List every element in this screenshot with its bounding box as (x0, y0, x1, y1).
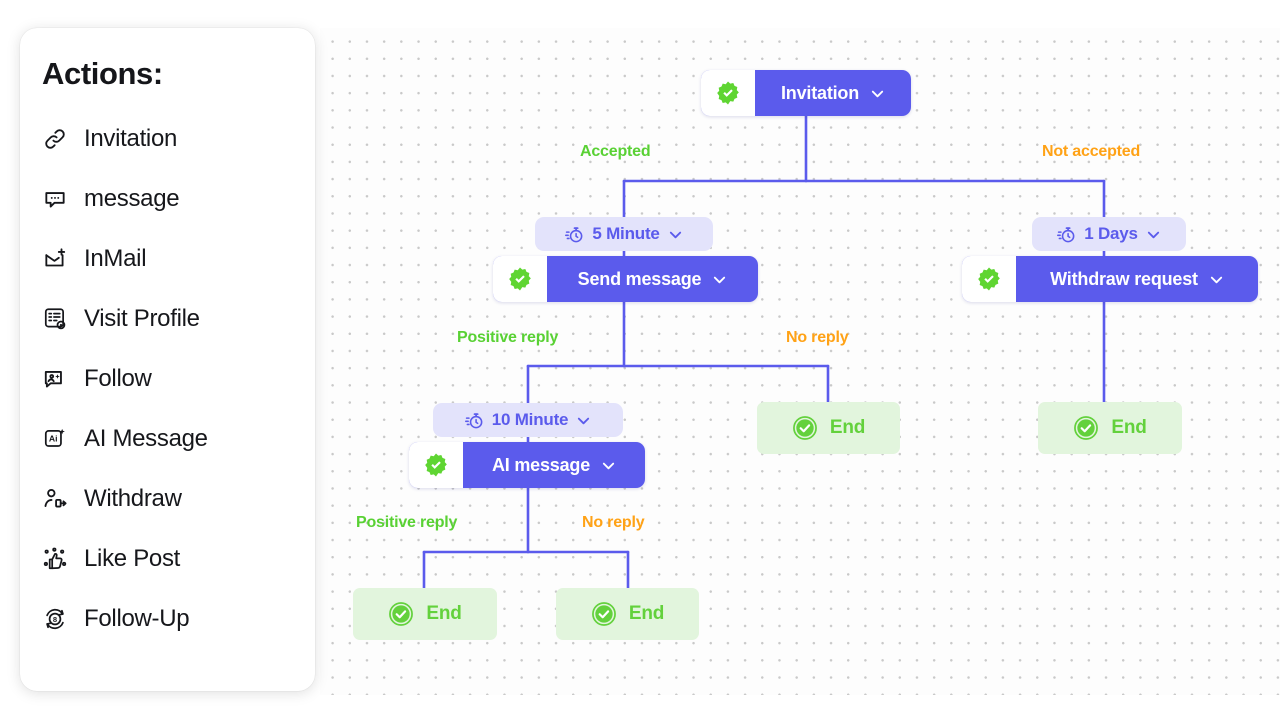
action-item-inmail[interactable]: InMail (20, 229, 315, 289)
chevron-down-icon[interactable] (870, 86, 885, 101)
check-circle-icon (388, 601, 414, 627)
chat-bubble-icon (42, 186, 68, 212)
action-item-invitation[interactable]: Invitation (20, 109, 315, 169)
action-item-label: message (84, 185, 180, 212)
node-invitation-body[interactable]: Invitation (755, 70, 911, 116)
end-node-label: End (628, 603, 665, 624)
end-node-label: End (1111, 417, 1147, 438)
delay-chip-10-minute-label: 10 Minute (491, 410, 569, 429)
edge-label-not-accepted: Not accepted (1042, 143, 1141, 160)
actions-panel: Actions: Invitation message (20, 28, 315, 691)
action-item-label: Like Post (84, 545, 181, 572)
action-item-message[interactable]: message (20, 169, 315, 229)
chevron-down-icon[interactable] (576, 413, 591, 428)
edge-label-no-reply-2: No reply (582, 514, 645, 531)
end-node-label: End (426, 603, 462, 624)
node-ai-message[interactable]: AI message (409, 442, 645, 488)
actions-panel-title: Actions: (42, 56, 163, 91)
action-item-like-post[interactable]: Like Post (20, 529, 315, 589)
chevron-down-icon[interactable] (601, 458, 616, 473)
delay-chip-1-days[interactable]: 1 Days (1032, 217, 1186, 251)
svg-text:8: 8 (53, 615, 57, 624)
node-send-message[interactable]: Send message (493, 256, 758, 302)
node-invitation[interactable]: Invitation (701, 70, 911, 116)
ai-sparkle-icon: Ai (42, 426, 68, 452)
node-ai-message-body[interactable]: AI message (463, 442, 645, 488)
action-item-label: AI Message (84, 425, 208, 452)
edge-label-positive-reply-2: Positive reply (356, 514, 458, 531)
action-item-visit-profile[interactable]: Visit Profile (20, 289, 315, 349)
node-invitation-label: Invitation (781, 82, 859, 103)
link-icon (42, 126, 68, 152)
action-item-label: Withdraw (84, 485, 182, 512)
check-circle-icon (1073, 415, 1099, 441)
delay-chip-10-minute[interactable]: 10 Minute (433, 403, 623, 437)
edge-label-accepted: Accepted (580, 143, 651, 160)
end-node-no-reply-message[interactable]: End (757, 402, 900, 454)
delay-chip-5-minute[interactable]: 5 Minute (535, 217, 713, 251)
action-item-label: Follow-Up (84, 605, 190, 632)
node-withdraw-request-body[interactable]: Withdraw request (1016, 256, 1258, 302)
chevron-down-icon[interactable] (1146, 227, 1161, 242)
action-item-label: Follow (84, 365, 152, 392)
action-item-label: Invitation (84, 125, 178, 152)
chevron-down-icon[interactable] (1209, 272, 1224, 287)
delay-chip-1-days-label: 1 Days (1084, 224, 1138, 243)
chevron-down-icon[interactable] (712, 272, 727, 287)
action-item-follow[interactable]: Follow (20, 349, 315, 409)
end-node-ai-no-reply[interactable]: End (556, 588, 699, 640)
end-node-not-accepted[interactable]: End (1038, 402, 1182, 454)
person-sparkle-icon (42, 366, 68, 392)
node-withdraw-request[interactable]: Withdraw request (962, 256, 1258, 302)
verified-check-icon (493, 256, 547, 302)
edge-label-no-reply-1: No reply (786, 329, 849, 346)
flow-canvas[interactable] (320, 28, 1280, 695)
end-node-label: End (829, 417, 866, 438)
profile-eye-icon (42, 306, 68, 332)
node-send-message-label: Send message (577, 268, 702, 289)
node-withdraw-request-label: Withdraw request (1050, 268, 1198, 289)
refresh-circle-icon: 8 (42, 606, 68, 632)
verified-check-icon (962, 256, 1016, 302)
action-item-ai-message[interactable]: Ai AI Message (20, 409, 315, 469)
check-circle-icon (792, 415, 818, 441)
verified-check-icon (701, 70, 755, 116)
stopwatch-icon (1057, 225, 1076, 244)
check-circle-icon (591, 601, 617, 627)
person-exit-icon (42, 486, 68, 512)
svg-text:Ai: Ai (49, 434, 58, 444)
stopwatch-icon (565, 225, 584, 244)
action-item-label: Visit Profile (84, 305, 200, 332)
action-item-label: InMail (84, 245, 147, 272)
envelope-plus-icon (42, 246, 68, 272)
stopwatch-icon (464, 411, 484, 430)
node-send-message-body[interactable]: Send message (547, 256, 758, 302)
verified-check-icon (409, 442, 463, 488)
node-ai-message-label: AI message (491, 454, 591, 475)
action-item-follow-up[interactable]: 8 Follow-Up (20, 589, 315, 649)
edge-label-positive-reply-1: Positive reply (457, 329, 559, 346)
end-node-ai-positive-reply[interactable]: End (353, 588, 497, 640)
delay-chip-5-minute-label: 5 Minute (592, 224, 660, 243)
action-item-withdraw[interactable]: Withdraw (20, 469, 315, 529)
thumbs-up-icon (42, 546, 68, 572)
chevron-down-icon[interactable] (668, 227, 683, 242)
